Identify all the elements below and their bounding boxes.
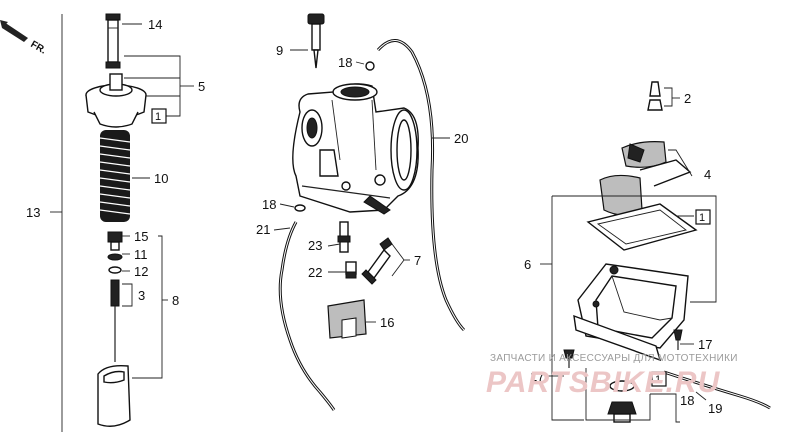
part-1-o-ring — [609, 380, 635, 392]
part-16-float — [327, 299, 367, 339]
part-14-cable-adjuster — [105, 13, 121, 69]
part-18-screw-top — [365, 61, 375, 71]
callout-21: 21 — [256, 222, 270, 237]
part-17-screw-right — [673, 329, 683, 350]
part-throttle-valve — [97, 364, 131, 427]
leader-lines-left — [50, 14, 194, 432]
watermark-logo-text: PARTSBIKE.RU — [486, 366, 721, 399]
part-18-screw-left — [294, 204, 306, 212]
group-slide-assembly — [85, 13, 147, 427]
part-15-needle-clip — [107, 231, 123, 251]
callout-17-right: 17 — [698, 337, 712, 352]
callout-2: 2 — [684, 91, 691, 106]
front-arrow-label: FR. — [29, 39, 49, 57]
callout-1-box-right — [695, 209, 711, 225]
leader-lines-center — [273, 49, 450, 323]
callout-8: 8 — [172, 293, 179, 308]
callout-15: 15 — [134, 229, 148, 244]
callout-11: 11 — [134, 247, 148, 262]
part-23-needle-jet — [337, 221, 351, 253]
callout-13: 13 — [26, 205, 40, 220]
part-5-cap — [85, 73, 147, 128]
callout-10: 10 — [154, 171, 168, 186]
part-4-float — [599, 141, 692, 216]
leader-lines-right — [540, 87, 717, 423]
callout-18-top: 18 — [338, 55, 352, 70]
callout-20: 20 — [454, 131, 468, 146]
part-2-float-valve — [647, 81, 663, 111]
callout-7: 7 — [414, 253, 421, 268]
part-9-throttle-stop-screw — [307, 13, 325, 69]
callout-22: 22 — [308, 265, 322, 280]
callout-12: 12 — [134, 264, 148, 279]
callout-19: 19 — [708, 401, 722, 416]
callout-1-box-left — [151, 108, 167, 124]
callout-4: 4 — [704, 167, 711, 182]
part-12-clip — [108, 266, 122, 274]
callout-14: 14 — [148, 17, 162, 32]
carburetor-body-casting — [292, 83, 419, 213]
watermark-tagline: ЗАПЧАСТИ И АКСЕССУАРЫ ДЛЯ МОТОТЕХНИКИ — [490, 353, 738, 364]
part-7-main-jet — [361, 237, 393, 285]
callout-18-bottom: 18 — [680, 393, 694, 408]
part-drain-plug — [607, 401, 637, 423]
part-22-pilot-jet — [345, 261, 357, 279]
watermark: ЗАПЧАСТИ И АКСЕССУАРЫ ДЛЯ МОТОТЕХНИКИ PA… — [486, 353, 738, 399]
part-11-washer — [107, 253, 123, 261]
part-17-screw-left — [563, 349, 575, 368]
callout-17-left: 17 — [530, 369, 544, 384]
callout-6: 6 — [524, 257, 531, 272]
callout-1-bottom: 1 — [655, 374, 661, 386]
group-carburetor-body — [292, 13, 419, 215]
callout-9: 9 — [276, 43, 283, 58]
callout-16: 16 — [380, 315, 394, 330]
callout-5: 5 — [198, 79, 205, 94]
front-arrow-icon: FR. — [0, 20, 48, 57]
callout-labels: 14 5 1 10 13 15 11 12 3 8 9 18 20 18 21 … — [26, 17, 722, 416]
part-3-jet-needle — [110, 279, 120, 362]
callout-1-box-bottom — [651, 371, 667, 387]
callout-1-right: 1 — [699, 212, 705, 224]
part-6-float-chamber — [573, 263, 689, 362]
callout-1-left: 1 — [155, 111, 161, 123]
callout-23: 23 — [308, 238, 322, 253]
part-1-gasket — [586, 203, 698, 251]
callout-18-left: 18 — [262, 197, 276, 212]
group-float-chamber — [563, 81, 771, 423]
part-10-spring — [99, 130, 131, 222]
callout-3: 3 — [138, 288, 145, 303]
